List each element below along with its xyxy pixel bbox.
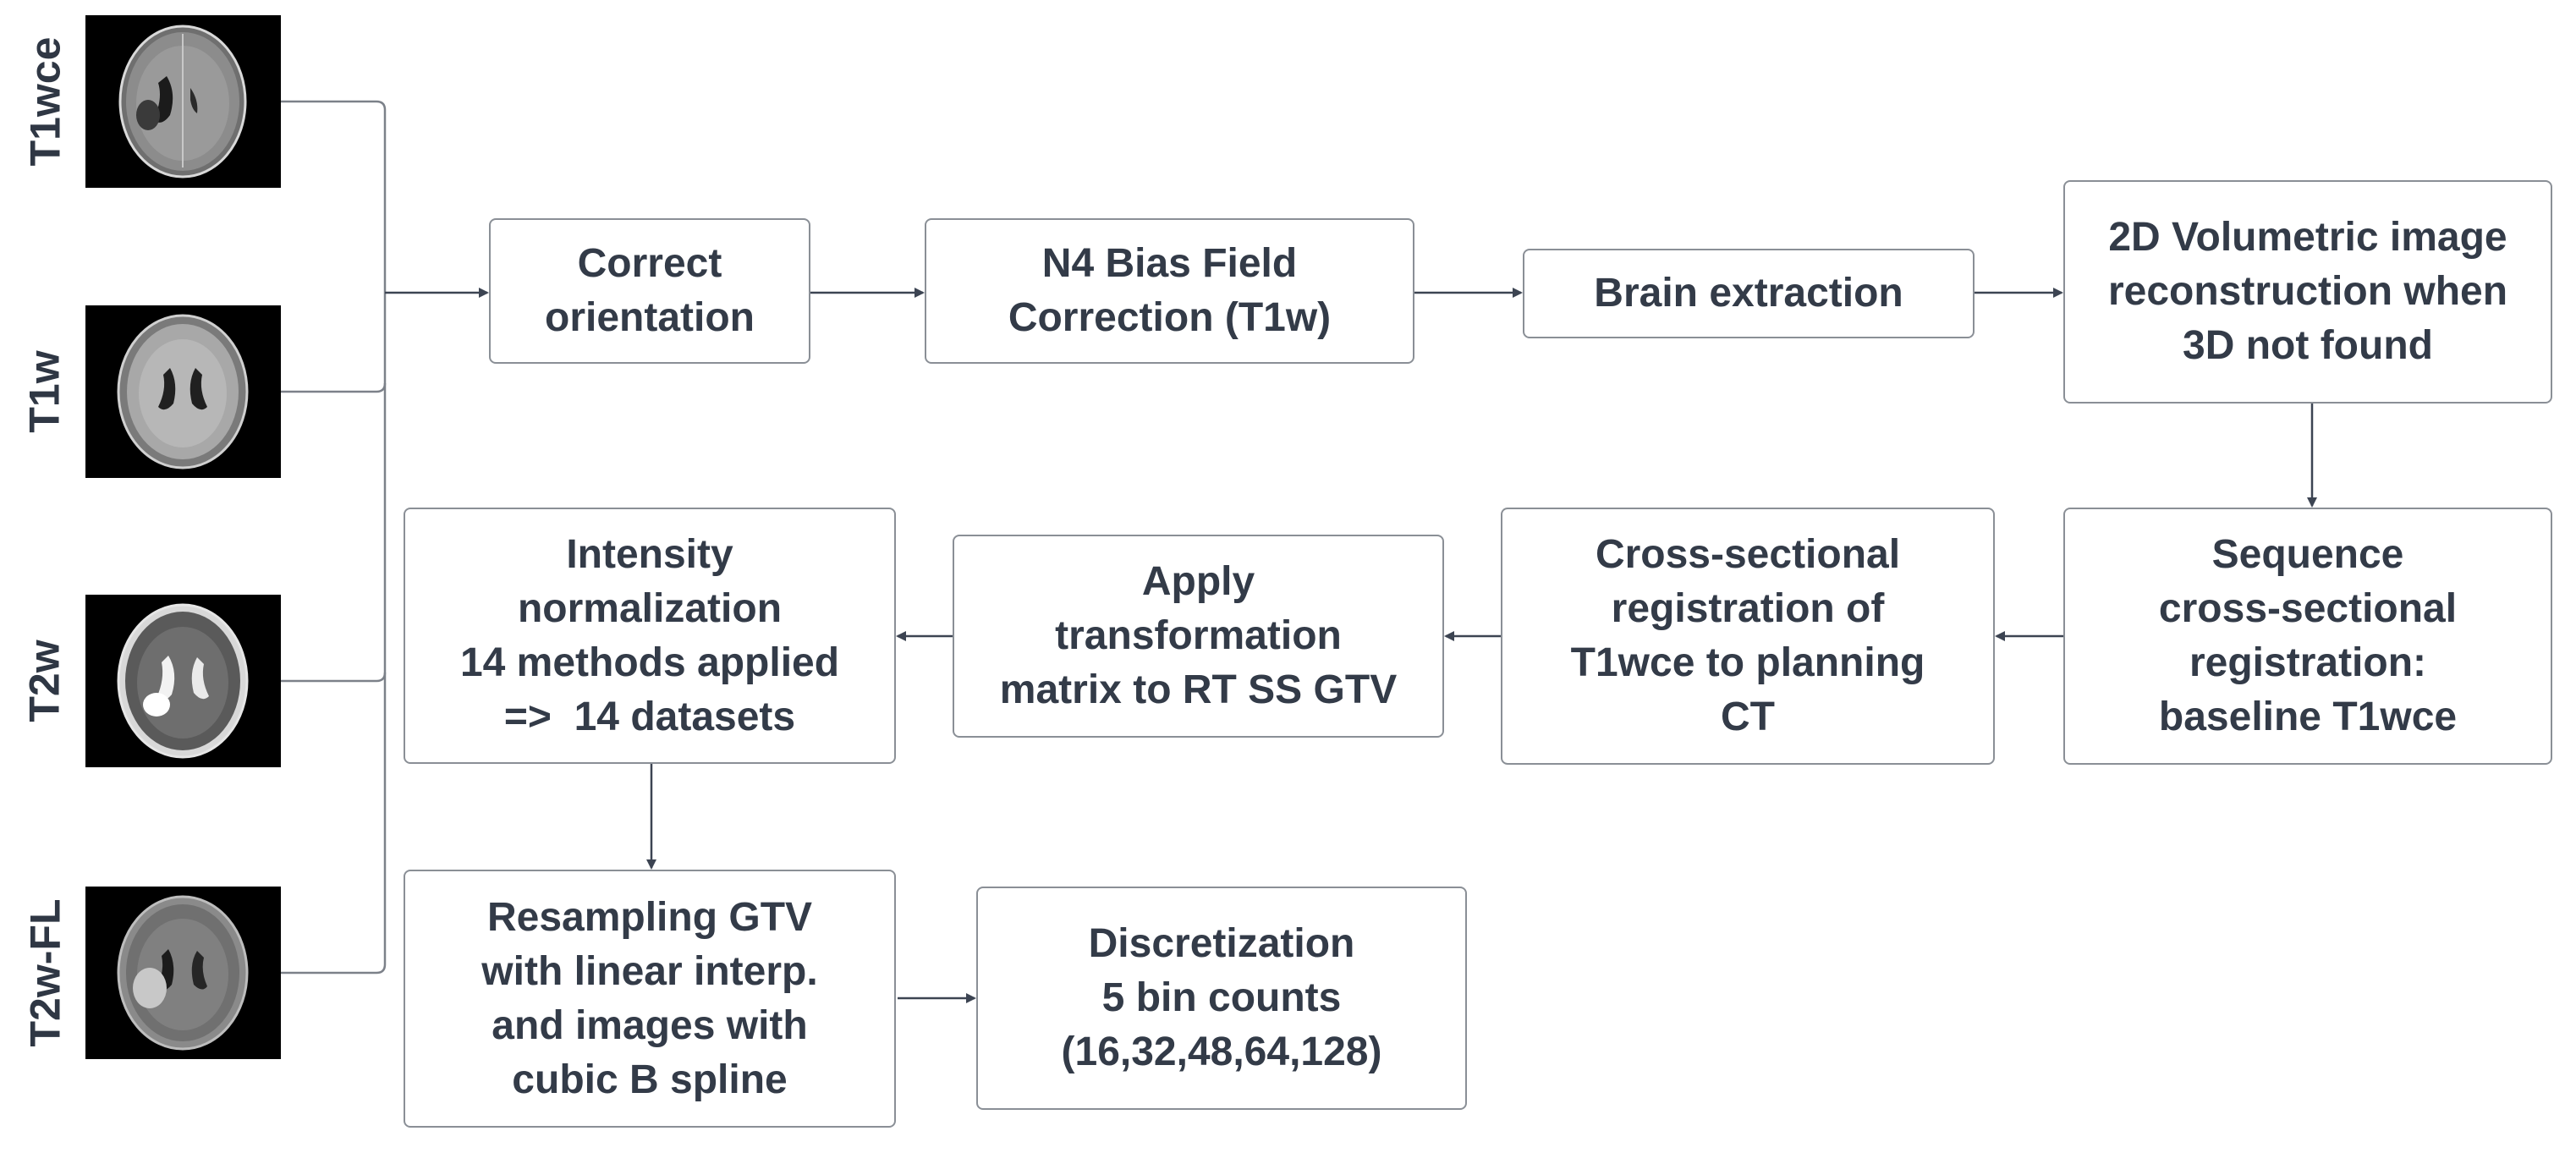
step-line: 14 methods applied — [459, 640, 840, 685]
step-line: matrix to RT SS GTV — [999, 667, 1398, 712]
step-n4-bias-field-correction: N4 Bias Field Correction (T1w) — [925, 218, 1414, 364]
step-line: with linear interp. — [481, 948, 818, 994]
step-brain-extraction: Brain extraction — [1523, 249, 1975, 338]
step-line: Correct — [577, 241, 722, 286]
step-line: Brain extraction — [1594, 271, 1903, 316]
step-line: reconstruction when — [2107, 269, 2508, 314]
step-sequence-cross-sectional-registration: Sequence cross-sectional registration: b… — [2063, 508, 2552, 765]
sequence-label-t1wce: T1wce — [21, 36, 69, 167]
step-line: => 14 datasets — [503, 694, 796, 739]
step-line: cubic B spline — [512, 1057, 788, 1102]
step-correct-orientation: Correct orientation — [489, 218, 810, 364]
t2w-mri-image — [85, 595, 281, 767]
step-line: and images with — [492, 1002, 808, 1048]
step-line: registration of — [1611, 586, 1885, 631]
t1wce-mri-image — [85, 15, 281, 188]
step-line: (16,32,48,64,128) — [1061, 1029, 1382, 1074]
step-2d-volumetric-reconstruction: 2D Volumetric image reconstruction when … — [2063, 180, 2552, 404]
step-line: 3D not found — [2183, 323, 2433, 368]
t2w-flair-mri-image — [85, 887, 281, 1059]
t1w-mri-image — [85, 305, 281, 478]
sequence-label-t2w: T2w — [21, 640, 69, 722]
step-line: transformation — [1055, 613, 1342, 658]
step-line: normalization — [517, 585, 783, 631]
step-apply-transformation-matrix: Apply transformation matrix to RT SS GTV — [953, 535, 1444, 738]
step-line: Intensity — [566, 531, 733, 577]
step-line: registration: — [2189, 640, 2427, 685]
step-resampling: Resampling GTV with linear interp. and i… — [404, 870, 896, 1128]
step-line: Resampling GTV — [486, 894, 813, 940]
step-line: Sequence — [2211, 532, 2404, 577]
step-line: cross-sectional — [2158, 586, 2458, 631]
merge-bracket — [281, 100, 387, 975]
step-line: 2D Volumetric image — [2108, 215, 2507, 260]
step-ct-cross-sectional-registration: Cross-sectional registration of T1wce to… — [1501, 508, 1995, 765]
step-discretization: Discretization 5 bin counts (16,32,48,64… — [976, 887, 1467, 1110]
step-line: Apply — [1141, 559, 1255, 604]
step-line: 5 bin counts — [1101, 975, 1342, 1020]
step-line: Discretization — [1088, 921, 1355, 966]
step-line: baseline T1wce — [2158, 695, 2458, 739]
step-line: Correction (T1w) — [1008, 295, 1332, 340]
sequence-label-t2w-fl: T2w-FL — [21, 898, 69, 1047]
step-intensity-normalization: Intensity normalization 14 methods appli… — [404, 508, 896, 764]
step-line: CT — [1721, 695, 1775, 739]
step-line: T1wce to planning — [1570, 640, 1925, 685]
step-line: Cross-sectional — [1595, 532, 1901, 577]
sequence-label-t1w: T1w — [21, 350, 69, 433]
step-line: orientation — [545, 295, 755, 340]
step-line: N4 Bias Field — [1041, 241, 1298, 286]
